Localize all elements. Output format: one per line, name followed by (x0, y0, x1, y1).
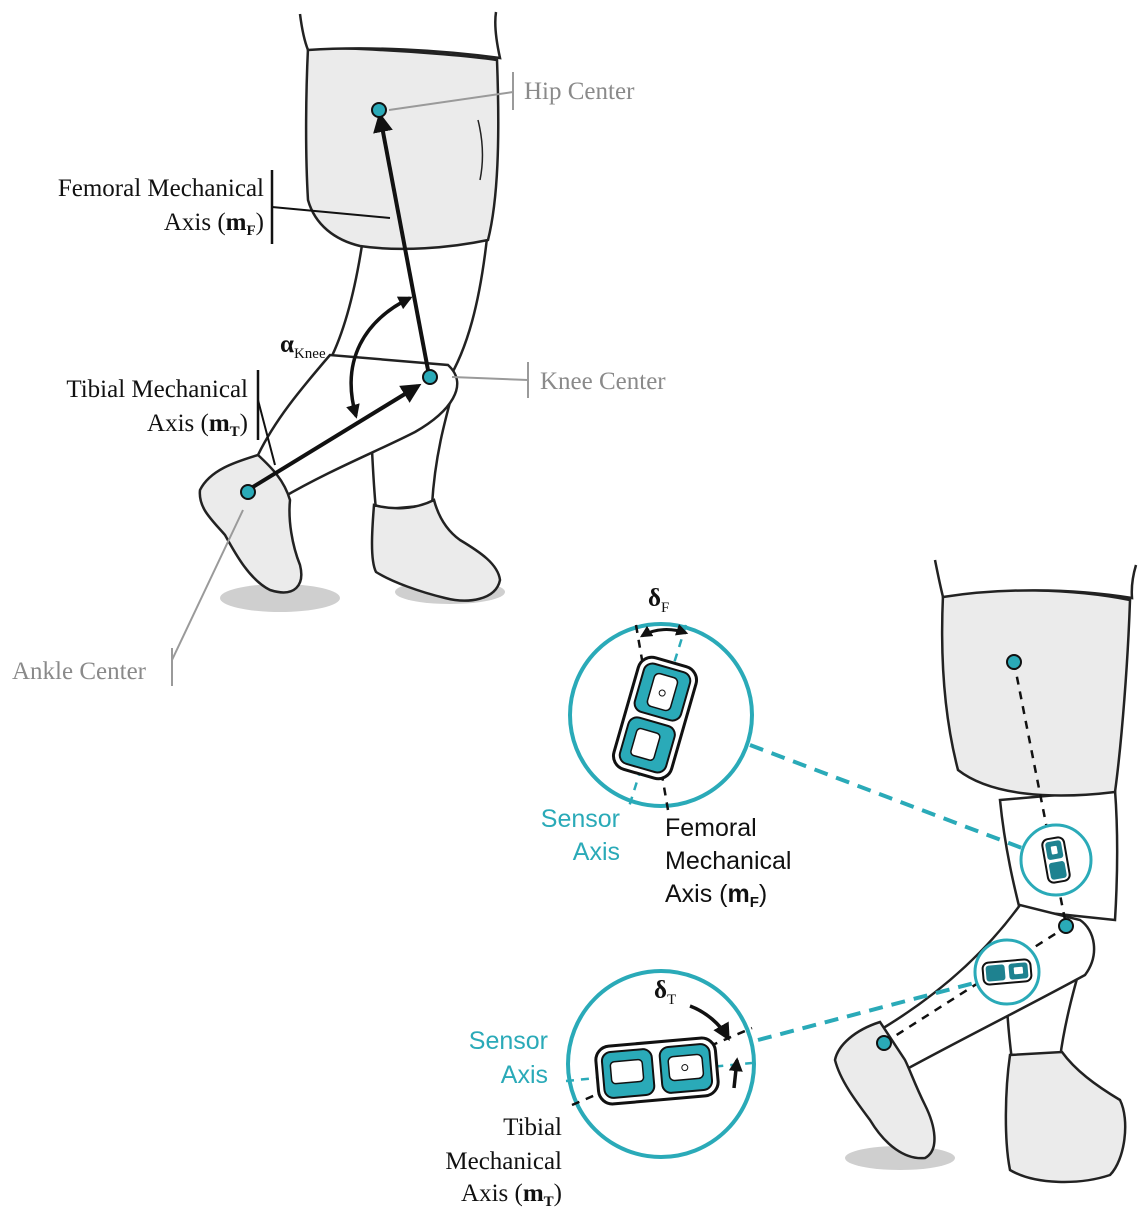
femoral-sensor-axis-label-line2: Axis (573, 838, 620, 866)
right-front-sock (1006, 1052, 1125, 1182)
knee-leader (452, 377, 528, 380)
hip-center-dot (372, 103, 386, 117)
right-shorts (942, 590, 1130, 795)
right-hip-dot (1007, 655, 1021, 669)
knee-center-dot (423, 370, 437, 384)
right-knee-dot (1059, 919, 1073, 933)
ankle-center-label: Ankle Center (12, 658, 147, 685)
knee-center-label: Knee Center (540, 368, 666, 395)
right-ankle-dot (877, 1036, 891, 1050)
tibial-mech-axis-label-line2: Mechanical (445, 1148, 562, 1175)
tibial-inset-sensor (595, 1037, 720, 1105)
tibial-sensor-small (982, 959, 1032, 985)
femoral-sensor-axis-label-line1: Sensor (541, 805, 620, 833)
delta-f-label: δF (648, 585, 669, 616)
femoral-mech-axis-label-line1: Femoral (665, 814, 757, 842)
femoral-mech-axis-label-line3: Axis (mF) (665, 880, 767, 911)
femoral-mech-axis-label-line2: Mechanical (665, 847, 791, 875)
tibial-mech-axis-label-line3: Axis (mT) (461, 1180, 562, 1209)
femoral-axis-label-line2: Axis (mF) (164, 209, 264, 239)
front-sock (372, 500, 500, 601)
tibial-sensor-axis-label-line2: Axis (501, 1061, 548, 1089)
ankle-center-dot (241, 485, 255, 499)
ankle-leader (172, 510, 243, 660)
tibial-mech-axis-label-line1: Tibial (503, 1114, 562, 1141)
tibial-axis-label-line1: Tibial Mechanical (66, 376, 248, 403)
knee-angle-label: αKnee (280, 331, 326, 362)
hip-center-label: Hip Center (524, 78, 635, 105)
right-leg-figure (835, 560, 1136, 1182)
shorts (306, 48, 498, 249)
tibial-sensor-axis-label-line1: Sensor (469, 1027, 548, 1055)
left-leg-figure: Hip Center Knee Center Ankle Center Femo… (12, 12, 666, 686)
femoral-axis-label-line1: Femoral Mechanical (58, 175, 264, 202)
tibial-inset: δT Sensor Axis Tibial Mechanical Axis (m… (445, 971, 754, 1209)
tibial-axis-label-line2: Axis (mT) (147, 410, 248, 440)
